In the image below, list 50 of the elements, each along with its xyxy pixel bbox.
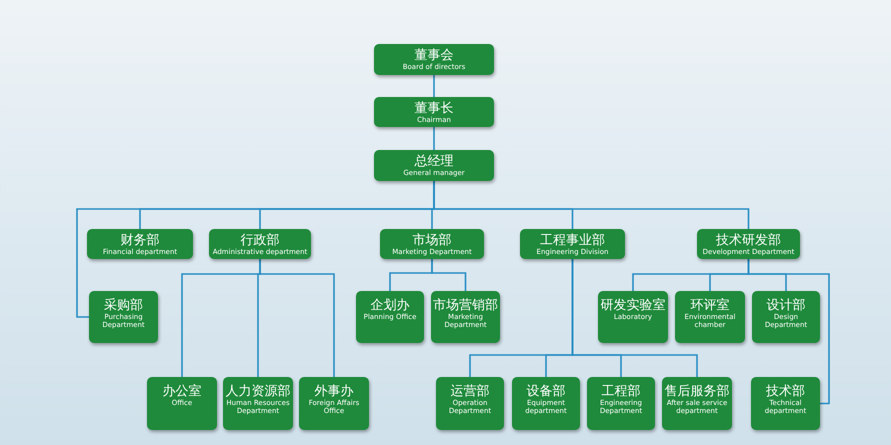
department-name: 行政部 [240, 232, 280, 248]
department-name: 外事办 [314, 384, 354, 399]
department-box [512, 377, 580, 430]
department-name: 办公室 [162, 384, 202, 399]
department-box [675, 291, 745, 343]
department-box [598, 291, 668, 343]
department-box [87, 229, 193, 259]
department-name: 运营部 [450, 384, 490, 399]
department-name: 市场营销部 [433, 298, 498, 313]
department-box [374, 150, 494, 181]
connector-line [433, 75, 435, 97]
department-name: 市场部 [412, 232, 452, 248]
connector-line [259, 259, 335, 377]
department-name: 工程事业部 [540, 232, 605, 248]
department-name: 技术部 [766, 384, 805, 399]
department-box [587, 377, 655, 430]
department-name: 董事会 [414, 48, 454, 63]
department-name: 采购部 [104, 298, 143, 313]
department-box [662, 377, 732, 430]
connector-line [433, 127, 435, 150]
department-name: 董事长 [414, 100, 454, 116]
department-box [374, 97, 494, 127]
department-name: 设计部 [766, 298, 806, 313]
connector-line [572, 259, 698, 377]
department-box [299, 377, 369, 430]
department-name: 研发实验室 [600, 298, 666, 313]
department-box [147, 377, 217, 430]
department-box [89, 291, 158, 343]
department-name: 售后服务部 [664, 384, 730, 399]
department-box [374, 44, 494, 75]
department-name: 财务部 [120, 232, 160, 248]
connector-line [431, 259, 466, 291]
department-box [752, 291, 820, 343]
department-name: 总经理 [414, 154, 454, 169]
department-name: 人力资源部 [226, 384, 290, 399]
department-box [431, 291, 500, 343]
department-box [751, 377, 820, 430]
connector-line [748, 259, 830, 404]
department-box [436, 377, 504, 430]
department-box [209, 229, 311, 259]
department-box [356, 291, 424, 343]
department-box [697, 229, 800, 259]
department-name: 环评室 [690, 298, 730, 313]
department-name: 设备部 [526, 384, 566, 399]
department-name: 技术研发部 [716, 232, 781, 248]
department-box [223, 377, 293, 430]
department-box [380, 229, 484, 259]
department-box [520, 229, 625, 259]
department-name: 工程部 [602, 384, 640, 399]
department-name: 企划办 [370, 298, 410, 313]
